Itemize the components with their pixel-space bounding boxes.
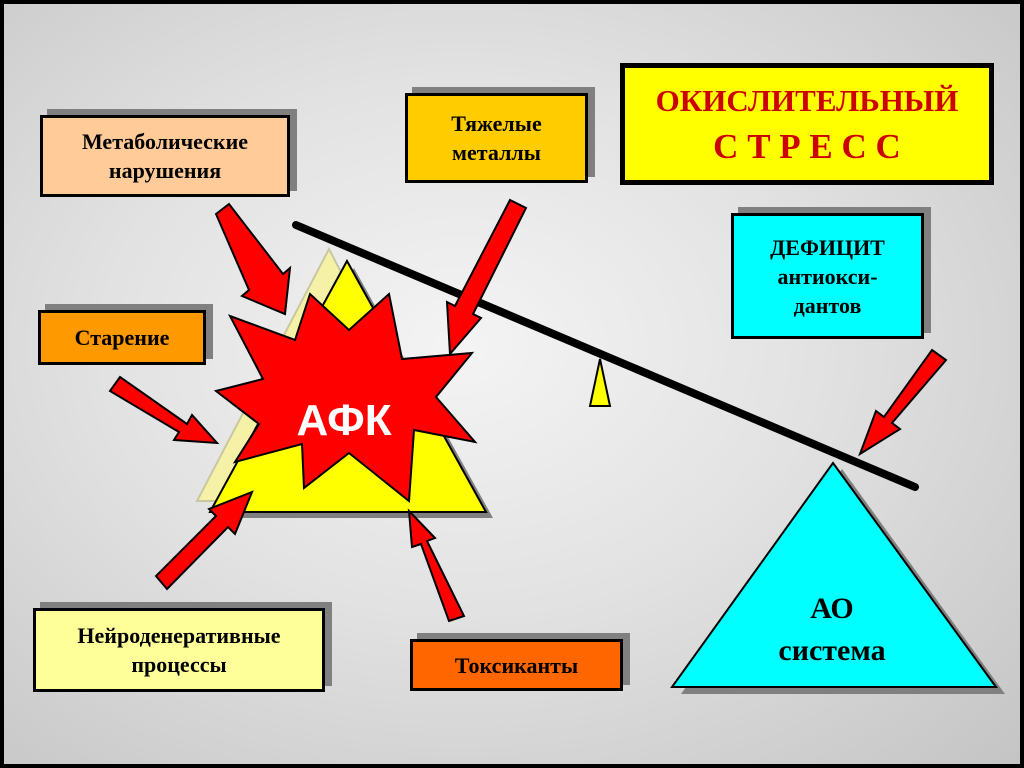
neuro-label-line2: процессы [131, 652, 227, 677]
stress-title-line2: С Т Р Е С С [713, 127, 901, 166]
deficit-label-line1: ДЕФИЦИТ [770, 234, 885, 260]
balance-beam [292, 221, 919, 491]
neuro-label-line1: Нейроденеративные [77, 623, 281, 648]
ao-triangle [670, 461, 998, 688]
metabolic-label-line1: Метаболические [81, 129, 249, 154]
stress-title-line1: ОКИСЛИТЕЛЬНЫЙ [655, 83, 959, 118]
ao-label-line2: система [778, 634, 885, 667]
metabolic-disorders-box: Метаболические нарушения [40, 115, 290, 197]
oxidative-stress-box: ОКИСЛИТЕЛЬНЫЙ С Т Р Е С С [620, 63, 994, 185]
afk-label: АФК [296, 396, 391, 445]
diagram-canvas: АФК АО система [108, 198, 1005, 694]
metabolic-label-line2: нарушения [108, 158, 222, 183]
heavy-metals-box: Тяжелые металлы [405, 93, 588, 183]
arrow-from-heavy-metals [445, 198, 528, 357]
aging-label: Старение [74, 325, 170, 350]
afk-explosion [213, 292, 478, 503]
ao-label-line1: АО [810, 592, 854, 625]
neurodegenerative-box: Нейроденеративные процессы [33, 608, 325, 692]
arrow-from-neuro [154, 490, 254, 591]
toxicants-box: Токсиканты [410, 639, 623, 691]
aging-box: Старение [38, 310, 206, 365]
heavy-metals-label-line2: металлы [452, 140, 541, 165]
slide: АФК АО система Метаболические нарушения … [4, 4, 1020, 764]
toxicants-label: Токсиканты [454, 652, 579, 678]
pivot-triangle [588, 358, 612, 407]
arrow-from-toxicants [407, 508, 466, 623]
heavy-metals-label-line1: Тяжелые [451, 111, 542, 136]
deficit-label-line2: антиокси- [777, 263, 878, 289]
deficit-label-line3: дантов [793, 292, 862, 318]
antioxidant-deficit-box: ДЕФИЦИТ антиокси- дантов [731, 213, 924, 339]
arrow-from-aging [108, 375, 220, 445]
arrow-from-deficit [858, 348, 948, 457]
arrow-from-metabolic [214, 202, 292, 316]
